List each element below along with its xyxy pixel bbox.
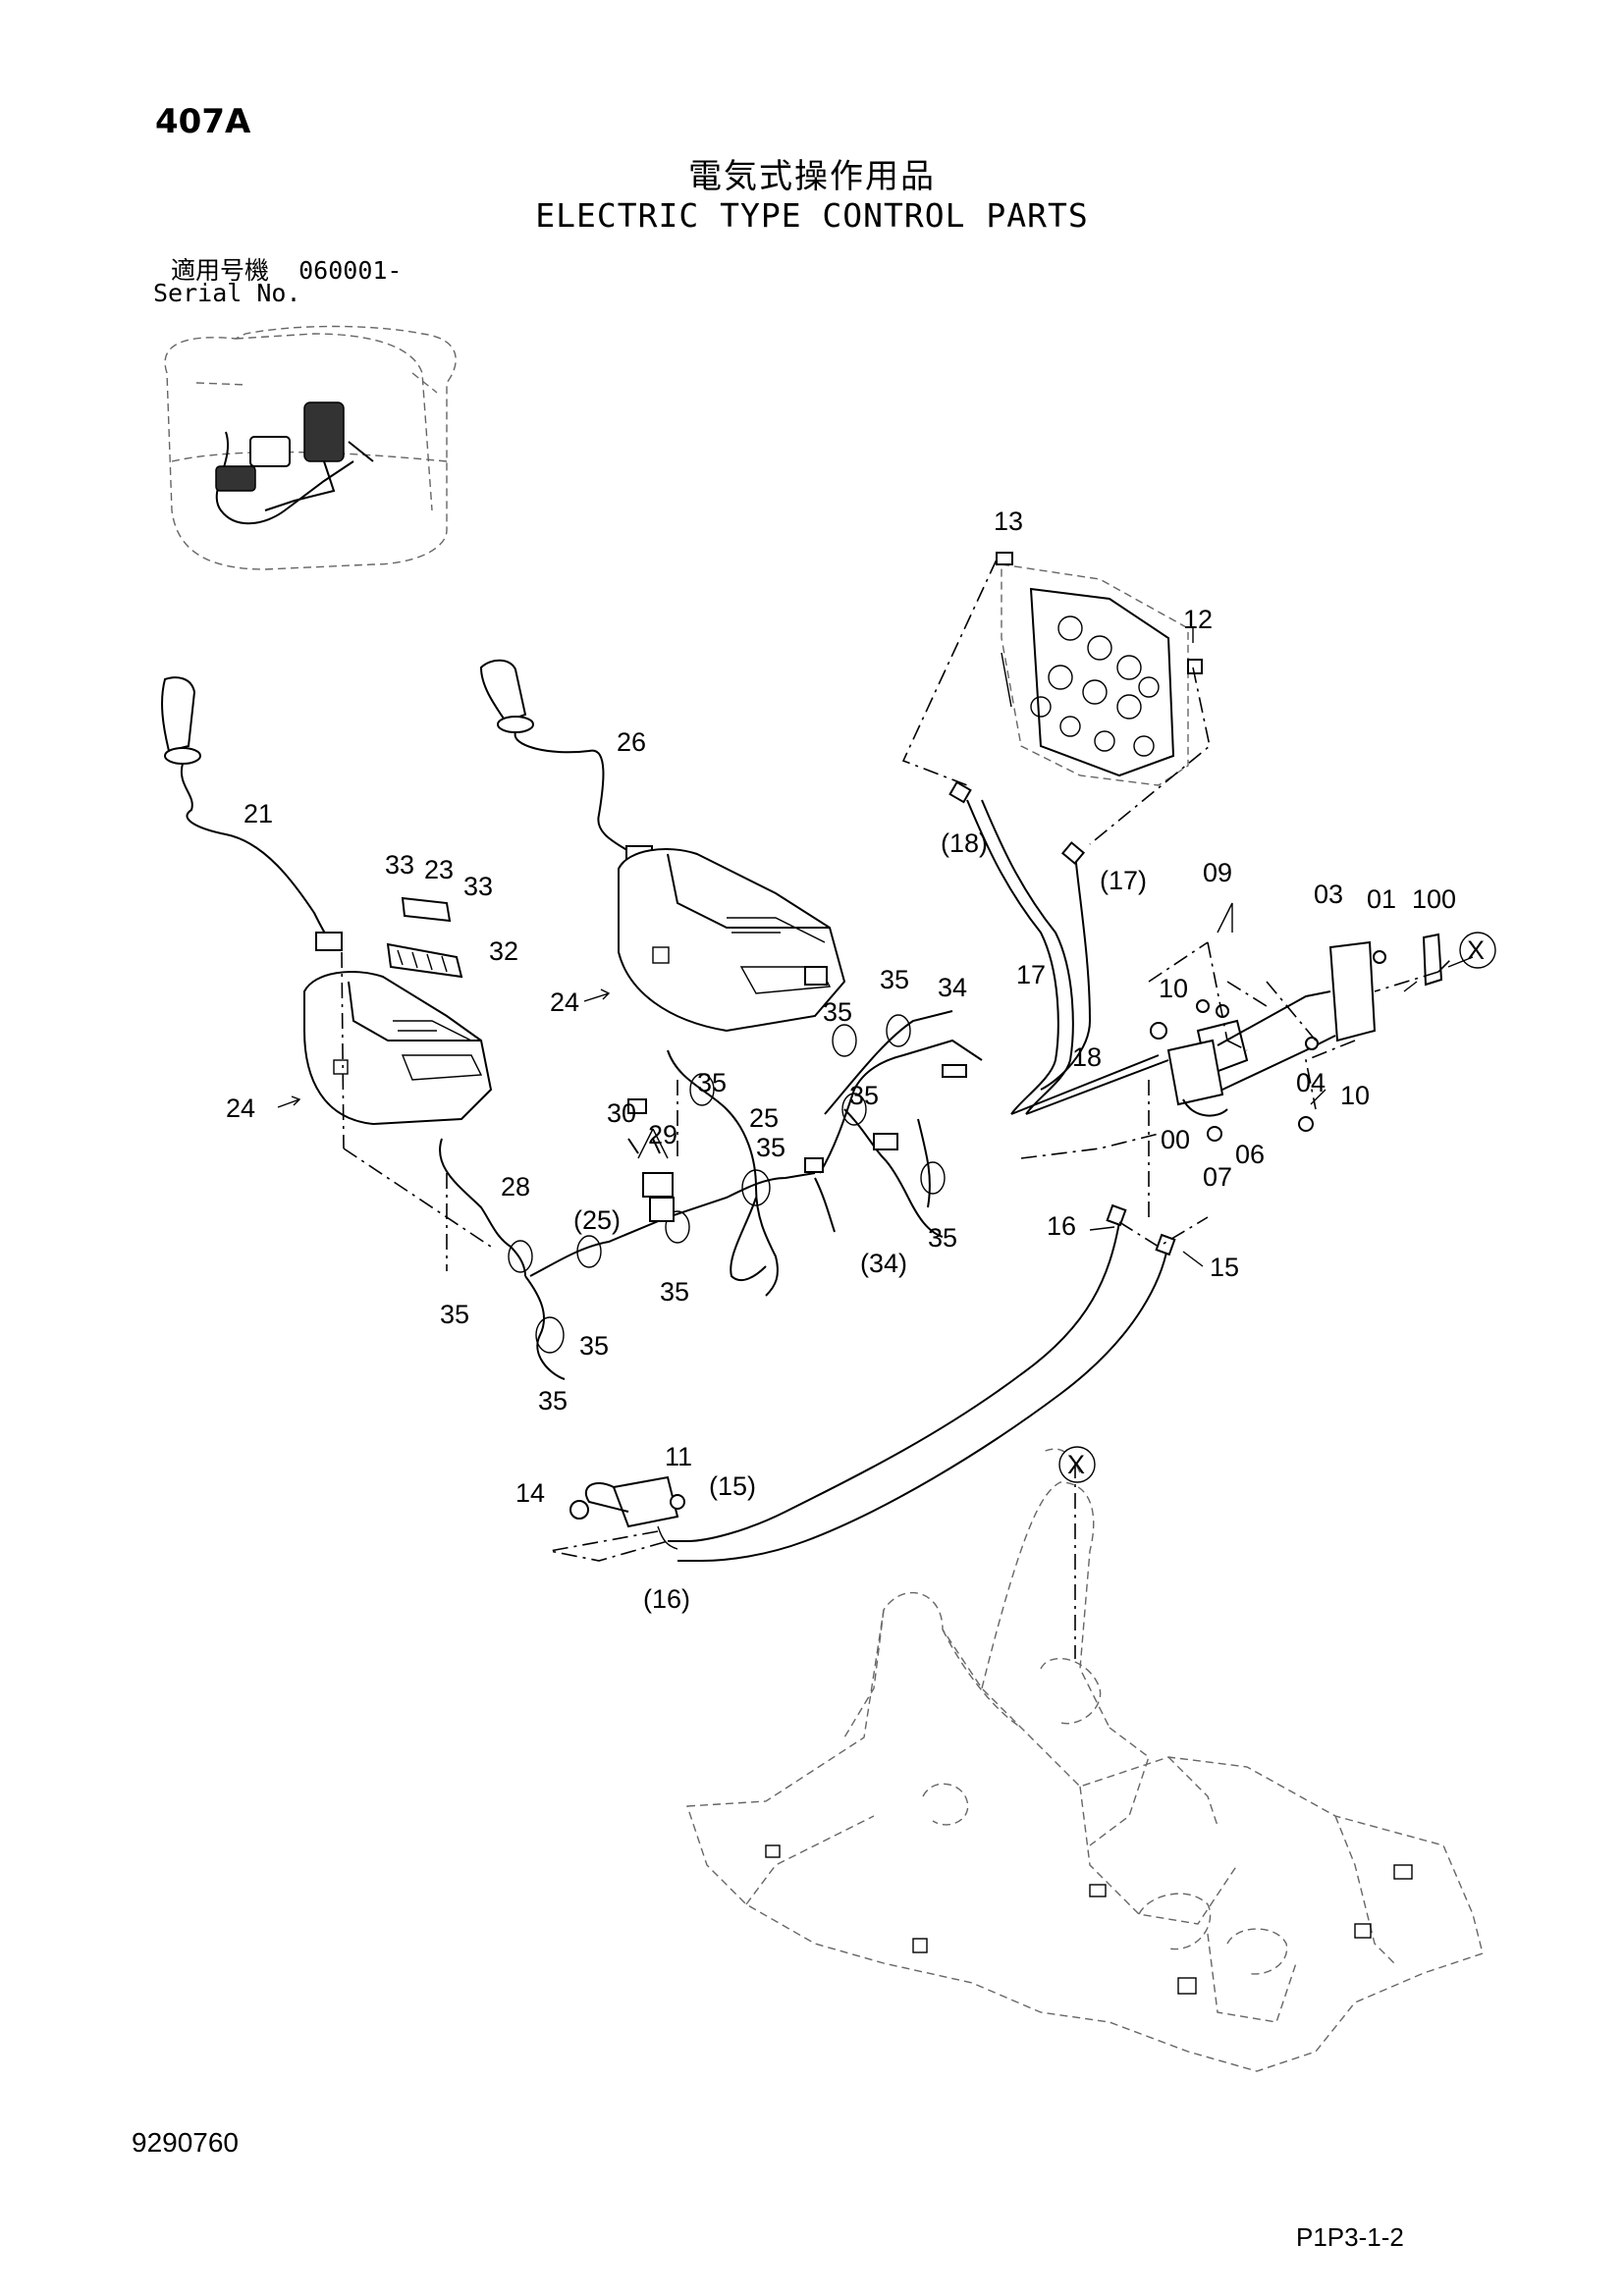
title-english: ELECTRIC TYPE CONTROL PARTS	[535, 196, 1089, 235]
callout-35-h: 35	[440, 1300, 469, 1329]
console-right	[618, 848, 846, 1033]
callout-00: 00	[1161, 1125, 1190, 1154]
callout-29: 29	[648, 1120, 677, 1149]
callout-12: 12	[1183, 605, 1213, 634]
callout-01: 01	[1367, 884, 1396, 914]
callout-x-bottom: X	[1067, 1450, 1085, 1479]
callout-33-left: 33	[385, 850, 414, 880]
callout-17-ref: (17)	[1100, 866, 1147, 895]
title-japanese: 電気式操作用品	[688, 157, 936, 196]
callout-30: 30	[607, 1098, 636, 1128]
callout-04: 04	[1296, 1068, 1326, 1097]
document-number: 9290760	[132, 2127, 240, 2158]
callout-07: 07	[1203, 1162, 1232, 1192]
revolving-frame	[686, 1448, 1484, 2072]
solenoid-valve-assembly	[1150, 933, 1443, 1142]
serial-number-row: 適用号機 060001-	[171, 251, 402, 287]
callout-24-left: 24	[226, 1094, 255, 1123]
callout-35-f: 35	[928, 1223, 957, 1253]
callout-35-a: 35	[880, 965, 909, 994]
callout-100: 100	[1412, 884, 1456, 914]
callout-16: 16	[1047, 1211, 1076, 1241]
callout-16-ref: (16)	[643, 1584, 690, 1614]
joystick-right	[479, 659, 653, 863]
callout-15: 15	[1210, 1253, 1239, 1282]
serial-label-japanese: 適用号機	[171, 256, 270, 285]
reference-x-top	[1459, 932, 1496, 969]
callout-11: 11	[665, 1442, 692, 1471]
callout-03: 03	[1314, 880, 1343, 909]
leader-lines	[341, 559, 1454, 1659]
cable-clamps	[508, 1014, 946, 1354]
callout-09: 09	[1203, 858, 1232, 887]
callout-26: 26	[617, 727, 646, 757]
callout-25: 25	[749, 1103, 779, 1133]
callout-18: 18	[1072, 1042, 1102, 1072]
callout-35-e: 35	[756, 1133, 785, 1162]
callout-34: 34	[938, 973, 967, 1002]
serial-label-english: Serial No.	[153, 279, 301, 307]
callout-labels: 13 12 26 21 (18) (17) 09 03 01 100 X 33 …	[226, 507, 1485, 1614]
callout-14: 14	[515, 1478, 545, 1508]
callout-10-top: 10	[1159, 974, 1188, 1003]
callout-17: 17	[1016, 960, 1046, 989]
page-reference: P1P3-1-2	[1296, 2222, 1404, 2252]
console-left	[303, 971, 493, 1126]
callout-35-i: 35	[579, 1331, 609, 1361]
relay-bracket	[627, 1138, 675, 1222]
callout-25-ref: (25)	[573, 1205, 621, 1235]
callout-35-d: 35	[849, 1081, 879, 1110]
page-code: 407A	[155, 102, 251, 141]
lower-valve-block	[569, 1475, 685, 1550]
switch-panel	[386, 896, 463, 979]
callout-34-ref: (34)	[860, 1249, 907, 1278]
wiring-harnesses	[439, 780, 1176, 1562]
joystick-left	[161, 676, 343, 951]
callout-23: 23	[424, 855, 454, 884]
callout-21: 21	[244, 799, 273, 828]
callout-33-right: 33	[463, 872, 493, 901]
callout-10-right: 10	[1340, 1081, 1370, 1110]
callout-28: 28	[501, 1172, 530, 1201]
callout-35-b: 35	[823, 997, 852, 1027]
serial-number-value: 060001-	[298, 256, 403, 285]
callout-32: 32	[489, 936, 518, 966]
callout-15-ref: (15)	[709, 1471, 756, 1501]
machine-overview-thumbnail	[164, 325, 457, 570]
control-valve	[996, 552, 1203, 786]
callout-18-ref: (18)	[941, 828, 988, 858]
arrow-leaders	[277, 628, 1474, 1267]
callout-x-top: X	[1467, 935, 1485, 965]
callout-35-g: 35	[660, 1277, 689, 1307]
reference-x-bottom	[1058, 1446, 1096, 1483]
callout-06: 06	[1235, 1140, 1265, 1169]
callout-13: 13	[994, 507, 1023, 536]
callout-35-j: 35	[538, 1386, 568, 1415]
callout-24-right: 24	[550, 988, 579, 1017]
callout-35-c: 35	[697, 1068, 727, 1097]
